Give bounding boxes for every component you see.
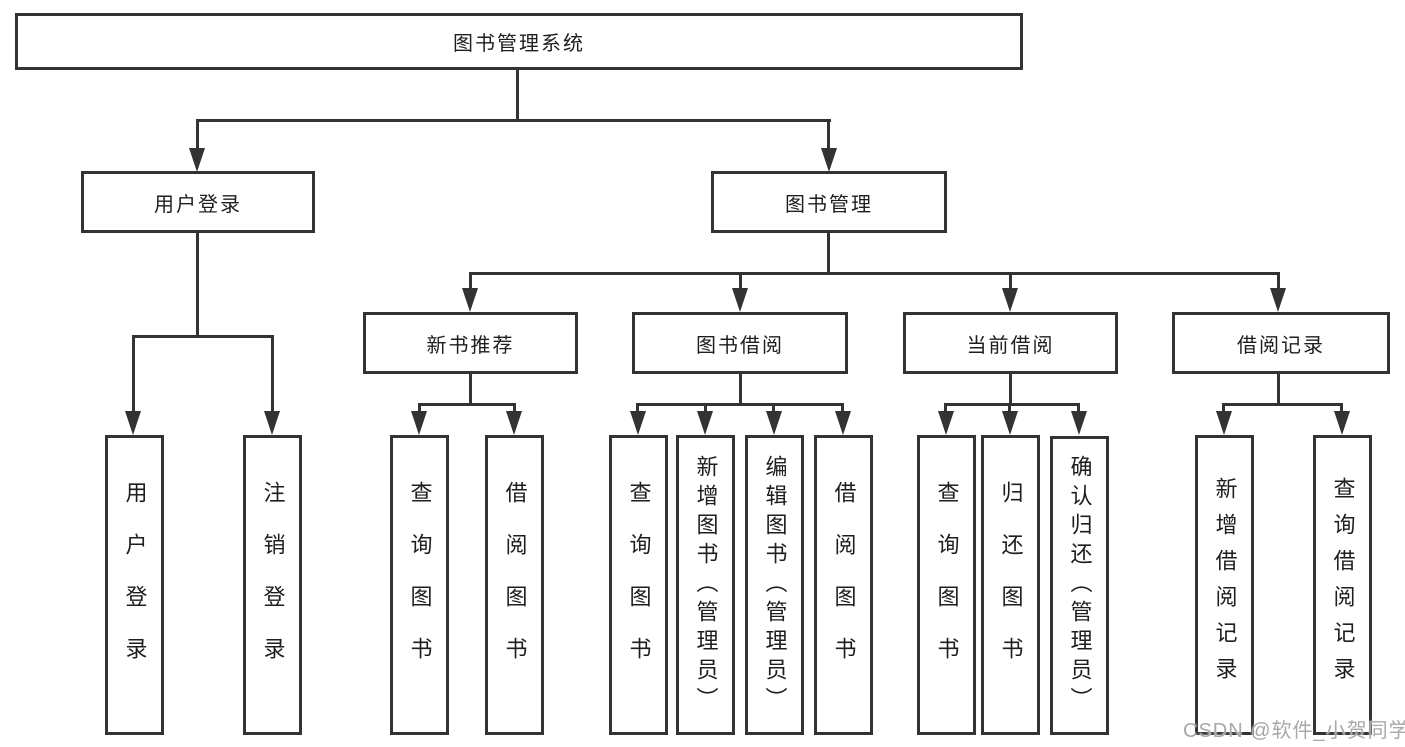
leaf-label: 编辑图书（管理员） — [762, 454, 788, 716]
connector-line — [739, 272, 742, 292]
node-book-management: 图书管理 — [711, 171, 947, 233]
connector-line — [841, 403, 844, 415]
arrowhead-icon — [821, 148, 837, 172]
leaf-add-books-admin: 新增图书（管理员） — [676, 435, 735, 735]
leaf-confirm-return-admin: 确认归还（管理员） — [1050, 436, 1109, 735]
connector-line — [469, 374, 472, 405]
leaf-label: 查询图书 — [626, 481, 652, 689]
leaf-label: 归还图书 — [998, 481, 1024, 689]
arrowhead-icon — [411, 411, 427, 435]
connector-line — [1277, 272, 1280, 292]
leaf-borrow-books: 借阅图书 — [814, 435, 873, 735]
leaf-add-borrow-record: 新增借阅记录 — [1195, 435, 1254, 735]
leaf-return-books: 归还图书 — [981, 435, 1040, 735]
arrowhead-icon — [1334, 411, 1350, 435]
node-library-system: 图书管理系统 — [15, 13, 1023, 70]
node-current-borrowing: 当前借阅 — [903, 312, 1118, 374]
leaf-label: 查询图书 — [407, 481, 433, 689]
leaf-label: 新增图书（管理员） — [693, 454, 719, 716]
connector-line — [944, 403, 947, 415]
connector-line — [1222, 403, 1225, 415]
arrowhead-icon — [766, 411, 782, 435]
connector-line — [1009, 272, 1012, 292]
node-new-book-recommend: 新书推荐 — [363, 312, 578, 374]
leaf-query-borrow-record: 查询借阅记录 — [1313, 435, 1372, 735]
connector-line — [1009, 374, 1012, 405]
arrowhead-icon — [630, 411, 646, 435]
leaf-logout: 注销登录 — [243, 435, 302, 735]
connector-line — [638, 403, 843, 406]
connector-line — [827, 119, 830, 152]
connector-line — [1224, 403, 1342, 406]
leaf-edit-books-admin: 编辑图书（管理员） — [745, 435, 804, 735]
connector-line — [197, 119, 831, 122]
arrowhead-icon — [125, 411, 141, 435]
connector-line — [271, 335, 274, 414]
connector-line — [1008, 403, 1011, 415]
leaf-user-login: 用户登录 — [105, 435, 164, 735]
connector-line — [1077, 403, 1080, 415]
node-book-borrowing: 图书借阅 — [632, 312, 848, 374]
connector-line — [196, 233, 199, 337]
connector-line — [704, 403, 707, 415]
leaf-query-books-current: 查询图书 — [917, 435, 976, 735]
arrowhead-icon — [938, 411, 954, 435]
arrowhead-icon — [1002, 411, 1018, 435]
connector-line — [469, 272, 472, 292]
arrowhead-icon — [189, 148, 205, 172]
connector-line — [418, 403, 421, 415]
connector-line — [1340, 403, 1343, 415]
arrowhead-icon — [1216, 411, 1232, 435]
leaf-label: 借阅图书 — [831, 481, 857, 689]
arrowhead-icon — [462, 288, 478, 312]
connector-line — [516, 70, 519, 122]
leaf-query-books-borrowing: 查询图书 — [609, 435, 668, 735]
leaf-label: 借阅图书 — [502, 481, 528, 689]
connector-line — [196, 119, 199, 152]
leaf-label: 注销登录 — [260, 481, 286, 689]
leaf-label: 新增借阅记录 — [1212, 477, 1238, 693]
arrowhead-icon — [1270, 288, 1286, 312]
connector-line — [827, 233, 830, 274]
leaf-label: 查询图书 — [934, 481, 960, 689]
arrowhead-icon — [1002, 288, 1018, 312]
arrowhead-icon — [697, 411, 713, 435]
arrowhead-icon — [835, 411, 851, 435]
leaf-label: 查询借阅记录 — [1330, 477, 1356, 693]
node-user-login: 用户登录 — [81, 171, 315, 233]
connector-line — [772, 403, 775, 415]
leaf-query-books-recommend: 查询图书 — [390, 435, 449, 735]
leaf-label: 确认归还（管理员） — [1067, 455, 1093, 716]
connector-line — [132, 335, 135, 414]
connector-line — [636, 403, 639, 415]
connector-line — [469, 272, 1279, 275]
leaf-borrow-books-recommend: 借阅图书 — [485, 435, 544, 735]
arrowhead-icon — [1071, 411, 1087, 435]
arrowhead-icon — [732, 288, 748, 312]
connector-line — [132, 335, 273, 338]
arrowhead-icon — [264, 411, 280, 435]
connector-line — [513, 403, 516, 415]
connector-line — [419, 403, 515, 406]
leaf-label: 用户登录 — [122, 481, 148, 689]
connector-line — [1277, 374, 1280, 405]
node-borrowing-records: 借阅记录 — [1172, 312, 1390, 374]
connector-line — [739, 374, 742, 405]
arrowhead-icon — [506, 411, 522, 435]
connector-line — [946, 403, 1079, 406]
